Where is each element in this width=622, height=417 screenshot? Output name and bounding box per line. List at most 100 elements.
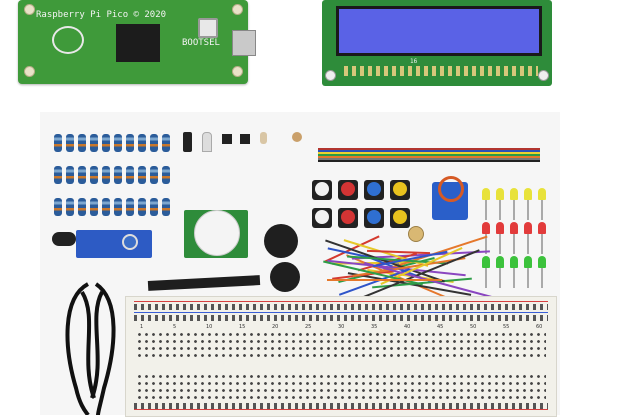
led — [496, 256, 504, 288]
column-number: 25 — [305, 324, 312, 330]
tactile-button-white — [312, 180, 332, 200]
column-number: 55 — [503, 324, 510, 330]
led — [538, 188, 546, 220]
button-cap — [367, 210, 381, 224]
resistor — [66, 129, 74, 157]
resistor — [90, 129, 98, 157]
pico-board: Raspberry Pi Pico © 2020 BOOTSEL — [18, 0, 256, 84]
led — [538, 256, 546, 288]
column-number: 50 — [470, 324, 477, 330]
pico-pad — [232, 66, 243, 77]
button-cap — [315, 210, 329, 224]
resistor — [102, 161, 110, 189]
photoresistor — [292, 132, 302, 142]
button-cap — [367, 182, 381, 196]
resistor — [78, 193, 86, 221]
breadboard-terminal-strip — [136, 373, 546, 403]
power-rail — [134, 403, 548, 409]
resistor — [150, 129, 158, 157]
jumper-wire-ribbon — [318, 148, 540, 162]
servo-arm — [438, 176, 464, 202]
column-number: 30 — [338, 324, 345, 330]
tactile-button-red — [338, 208, 358, 228]
buzzer — [264, 224, 298, 258]
led — [538, 222, 546, 254]
column-number: 40 — [404, 324, 411, 330]
pir-sensor-dome — [194, 210, 240, 256]
rp2040-chip — [116, 24, 160, 62]
transistor — [240, 134, 250, 144]
led — [482, 222, 490, 254]
pico-silkscreen-bootsel: BOOTSEL — [182, 38, 220, 48]
column-number: 5 — [173, 324, 177, 330]
sensor-module — [76, 230, 152, 258]
resistor — [54, 193, 62, 221]
power-rail-red-line — [134, 409, 548, 410]
column-number: 35 — [371, 324, 378, 330]
power-rail-blue-line — [134, 312, 548, 313]
usb-cable — [65, 282, 116, 415]
led — [524, 222, 532, 254]
column-number: 45 — [437, 324, 444, 330]
buzzer — [270, 262, 300, 292]
rgb-led-strip — [147, 275, 261, 291]
lcd-module: 16 — [322, 0, 552, 86]
resistor — [138, 161, 146, 189]
jumper-wire — [366, 249, 431, 255]
pico-pad — [232, 4, 243, 15]
column-number: 15 — [239, 324, 246, 330]
tactile-button-red — [338, 180, 358, 200]
resistor — [114, 129, 122, 157]
button-cap — [315, 182, 329, 196]
resistor — [162, 129, 170, 157]
led — [510, 256, 518, 288]
resistor — [66, 161, 74, 189]
led — [496, 222, 504, 254]
power-rail — [134, 315, 548, 321]
column-number: 10 — [206, 324, 213, 330]
resistor — [114, 193, 122, 221]
resistor — [162, 193, 170, 221]
led — [524, 188, 532, 220]
led — [482, 256, 490, 288]
jumper-wire — [327, 279, 442, 281]
resistor — [162, 161, 170, 189]
column-number: 60 — [536, 324, 543, 330]
lcd-header-pins — [344, 66, 538, 76]
resistor — [102, 129, 110, 157]
resistor — [150, 193, 158, 221]
led — [510, 222, 518, 254]
button-cap — [393, 182, 407, 196]
resistor — [54, 129, 62, 157]
resistor — [66, 193, 74, 221]
ir-led — [202, 132, 212, 152]
resistor — [78, 129, 86, 157]
column-number: 1 — [140, 324, 144, 330]
pico-pad — [24, 66, 35, 77]
led — [510, 188, 518, 220]
photoresistor — [260, 132, 267, 144]
lcd-mount-hole — [325, 70, 336, 81]
column-number: 20 — [272, 324, 279, 330]
resistor — [102, 193, 110, 221]
lcd-screen — [336, 6, 542, 56]
resistor — [114, 161, 122, 189]
breadboard-terminal-strip — [136, 331, 546, 361]
lcd-pin-label: 16 — [410, 58, 418, 65]
tactile-button-yellow — [390, 208, 410, 228]
raspberry-logo-icon — [52, 26, 84, 54]
resistor — [126, 161, 134, 189]
pico-silkscreen-name: Raspberry Pi Pico © 2020 — [36, 10, 167, 20]
led — [496, 188, 504, 220]
ir-receiver — [52, 232, 76, 246]
micro-usb-port — [232, 30, 256, 56]
lcd-mount-hole — [538, 70, 549, 81]
led — [524, 256, 532, 288]
resistor — [54, 161, 62, 189]
potentiometer-knob — [122, 234, 138, 250]
resistor — [78, 161, 86, 189]
resistor — [138, 193, 146, 221]
tactile-button-blue — [364, 180, 384, 200]
